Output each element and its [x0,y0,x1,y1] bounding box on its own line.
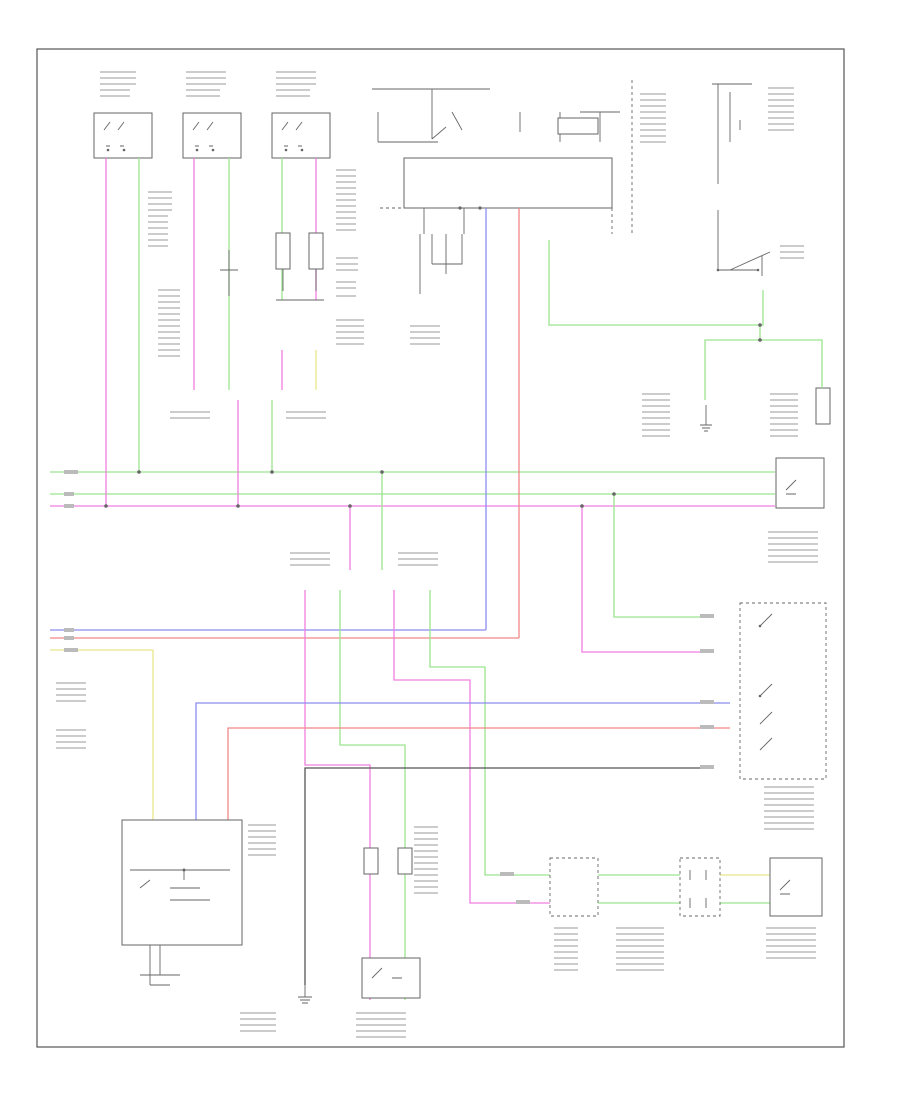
bottom-center-parts [363,847,413,875]
switch-component-2 [182,112,242,159]
bottom-right-component-2 [679,857,721,917]
junction-dots [104,323,762,508]
switch-component-1 [93,112,153,159]
diagram-frame [36,48,845,1048]
top-right-components [712,83,771,276]
bottom-right-component-1 [549,857,599,917]
inline-parts [220,232,324,301]
bottom-center-switch [361,957,421,999]
top-center-module [372,80,633,294]
ground-symbols [700,387,831,432]
bottom-right-component-3 [769,857,823,917]
ground-bottom [298,985,312,1004]
right-switch-block [739,602,827,780]
bus-lines [50,471,775,651]
label-blocks [56,71,818,1038]
wire-tags [64,470,714,904]
bottom-left-module [121,819,243,986]
right-connector-top [775,457,825,509]
switch-component-3 [271,112,331,159]
